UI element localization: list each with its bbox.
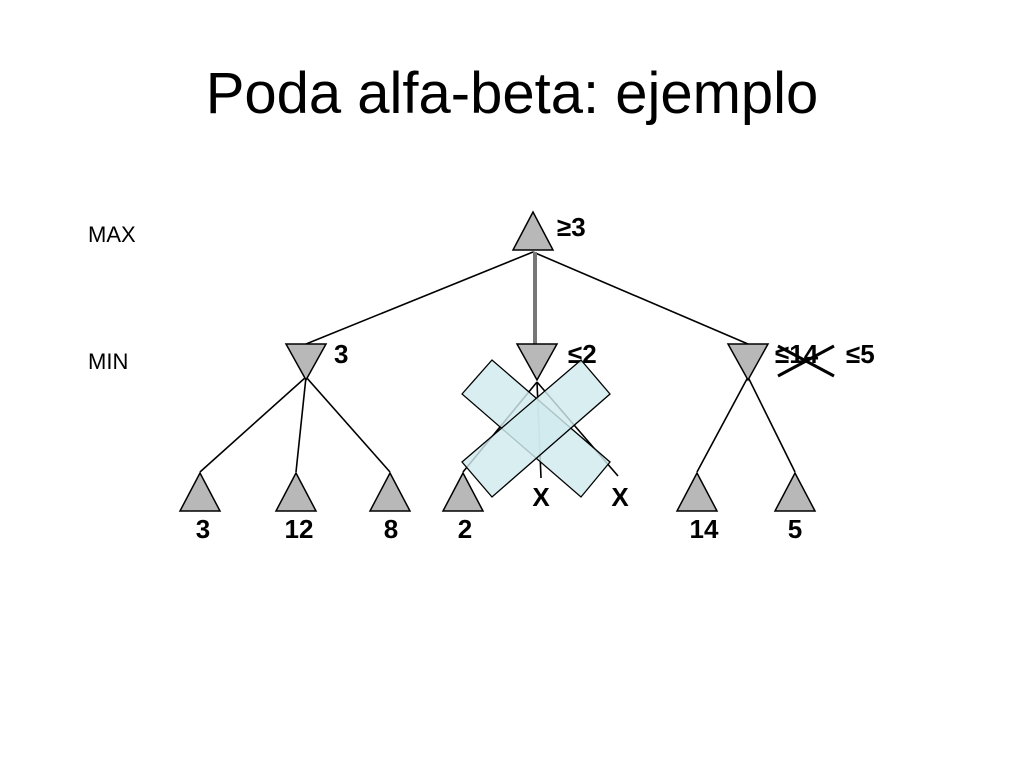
leaf-value-2: 12 <box>285 514 314 544</box>
leaf-value-1: 3 <box>196 514 210 544</box>
leaf-value-7: 14 <box>690 514 719 544</box>
root-value-label: ≥3 <box>557 212 586 242</box>
root-edges <box>305 251 749 345</box>
pruned-leaf-6: X <box>611 482 629 512</box>
edge-min1-leaf2 <box>295 376 307 473</box>
edge-min3-leaf8 <box>747 376 796 473</box>
pruned-leaf-5: X <box>532 482 550 512</box>
slide-title: Poda alfa-beta: ejemplo <box>205 61 819 126</box>
edge-min3-leaf7 <box>696 376 749 473</box>
leaf-nodes <box>178 471 817 512</box>
leaf-node-3 <box>368 471 412 512</box>
leaf-value-8: 5 <box>788 514 802 544</box>
leaf-value-3: 8 <box>384 514 398 544</box>
prune-cross-icon <box>461 359 611 498</box>
edge-root-min1 <box>305 251 534 345</box>
edge-min1-leaf1 <box>199 376 307 473</box>
min-node-1 <box>284 343 328 382</box>
max-level-label: MAX <box>88 222 136 247</box>
min-node-3 <box>726 343 770 382</box>
min-node-3-label: ≤5 <box>846 339 875 369</box>
min-node-1-label: 3 <box>334 339 348 369</box>
edge-min1-leaf3 <box>305 376 391 473</box>
leaf-node-4 <box>441 471 485 512</box>
min-node-2 <box>515 343 559 382</box>
leaf-node-2 <box>274 471 318 512</box>
leaf-node-7 <box>675 471 719 512</box>
min-level-label: MIN <box>88 349 129 374</box>
leaf-value-4: 2 <box>458 514 472 544</box>
leaf-node-8 <box>773 471 817 512</box>
edge-root-min3 <box>532 251 749 345</box>
root-max-node <box>511 210 555 251</box>
strike-mark <box>777 344 835 378</box>
leaf-node-1 <box>178 471 222 512</box>
